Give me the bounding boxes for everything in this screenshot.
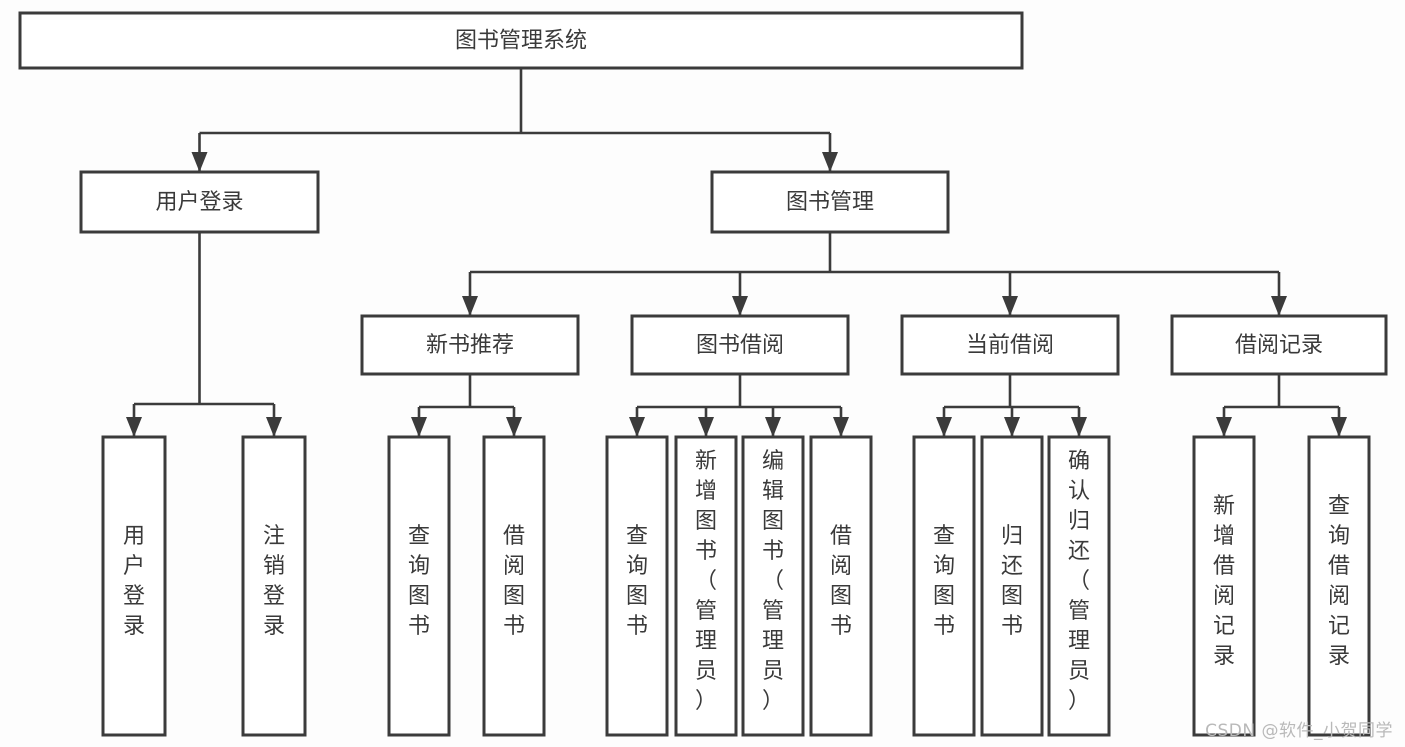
node-label: 图书借阅 [696, 333, 784, 358]
node-leaf-return-book[interactable]: 归还图书 [980, 435, 1044, 737]
node-box[interactable] [18, 11, 1024, 70]
node-label: 用户登录 [123, 524, 145, 639]
node-label: 归还图书 [1001, 524, 1023, 639]
node-leaf-query-book-borrow[interactable]: 查询图书 [605, 435, 669, 737]
node-box[interactable] [605, 435, 669, 737]
node-box[interactable] [79, 170, 320, 234]
node-label: 新书推荐 [426, 333, 514, 358]
node-label: 图书管理系统 [455, 29, 587, 54]
node-box[interactable] [1192, 435, 1256, 737]
node-book-borrow[interactable]: 图书借阅 [630, 314, 850, 376]
node-leaf-add-book[interactable]: 新增图书（管理员） [674, 435, 738, 737]
node-leaf-add-borrow-record[interactable]: 新增借阅记录 [1192, 435, 1256, 737]
node-box[interactable] [710, 170, 950, 234]
node-label: 查询图书 [933, 524, 955, 639]
node-label: 用户登录 [155, 190, 243, 215]
node-box[interactable] [1307, 435, 1371, 737]
node-box[interactable] [630, 314, 850, 376]
node-label: 注销登录 [263, 524, 285, 639]
node-label: 借阅图书 [503, 524, 525, 639]
connectors-layer [126, 68, 1347, 437]
node-box[interactable] [809, 435, 873, 737]
node-box[interactable] [912, 435, 976, 737]
node-leaf-edit-book[interactable]: 编辑图书（管理员） [741, 435, 805, 737]
node-label: 借阅图书 [830, 524, 852, 639]
node-label: 借阅记录 [1235, 333, 1323, 358]
node-box[interactable] [360, 314, 580, 376]
node-label: 当前借阅 [966, 333, 1054, 358]
node-leaf-query-book-recommend[interactable]: 查询图书 [387, 435, 451, 737]
node-box[interactable] [387, 435, 451, 737]
csdn-watermark: CSDN @软件_小贺同学 [1205, 721, 1393, 741]
node-leaf-confirm-return[interactable]: 确认归还（管理员） [1047, 435, 1111, 737]
node-leaf-query-book-current[interactable]: 查询图书 [912, 435, 976, 737]
node-label: 图书管理 [786, 190, 874, 215]
node-box[interactable] [1047, 435, 1111, 737]
node-new-book-recommend[interactable]: 新书推荐 [360, 314, 580, 376]
node-box[interactable] [900, 314, 1120, 376]
node-label: 新增借阅记录 [1213, 494, 1235, 669]
node-box[interactable] [482, 435, 546, 737]
node-label: 编辑图书（管理员） [762, 449, 784, 714]
nodes-layer: 图书管理系统用户登录图书管理新书推荐图书借阅当前借阅借阅记录用户登录注销登录查询… [18, 11, 1388, 737]
node-box[interactable] [241, 435, 307, 737]
node-user-login[interactable]: 用户登录 [79, 170, 320, 234]
node-leaf-logout[interactable]: 注销登录 [241, 435, 307, 737]
node-box[interactable] [101, 435, 167, 737]
node-box[interactable] [741, 435, 805, 737]
node-leaf-borrow-book[interactable]: 借阅图书 [809, 435, 873, 737]
node-borrow-records[interactable]: 借阅记录 [1170, 314, 1388, 376]
node-leaf-user-login[interactable]: 用户登录 [101, 435, 167, 737]
node-current-borrow[interactable]: 当前借阅 [900, 314, 1120, 376]
node-label: 确认归还（管理员） [1068, 449, 1090, 714]
node-leaf-query-borrow-record[interactable]: 查询借阅记录 [1307, 435, 1371, 737]
node-root[interactable]: 图书管理系统 [18, 11, 1024, 70]
node-box[interactable] [980, 435, 1044, 737]
node-label: 新增图书（管理员） [695, 449, 717, 714]
node-label: 查询图书 [408, 524, 430, 639]
node-box[interactable] [1170, 314, 1388, 376]
node-leaf-borrow-book-recommend[interactable]: 借阅图书 [482, 435, 546, 737]
node-box[interactable] [674, 435, 738, 737]
node-label: 查询图书 [626, 524, 648, 639]
node-label: 查询借阅记录 [1328, 494, 1350, 669]
node-book-management[interactable]: 图书管理 [710, 170, 950, 234]
